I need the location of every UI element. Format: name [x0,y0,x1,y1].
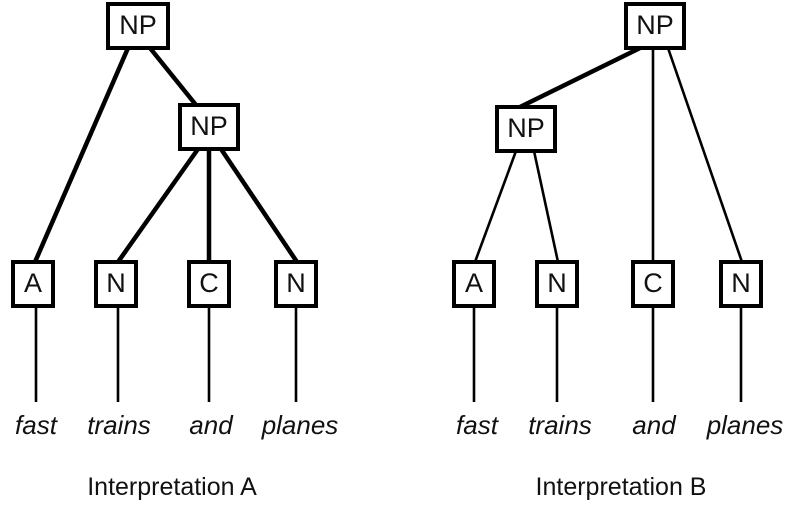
node-label-b-pos-a: A [465,268,483,298]
edge-b-np-root-to-b-pos-n2 [666,47,744,263]
word-b-word-trains: trains [528,410,592,440]
caption-interpretation-b: Interpretation B [536,473,707,501]
node-label-a-pos-a: A [24,268,42,298]
caption-interpretation-a: Interpretation A [87,473,257,501]
node-label-b-pos-c: C [643,268,663,298]
edge-a-np-root-to-a-np-sub [148,46,198,107]
node-box-a-pos-c[interactable] [187,260,231,308]
node-box-a-np-sub[interactable] [178,103,240,151]
node-box-a-pos-n2[interactable] [274,260,318,308]
node-box-a-np-root[interactable] [106,2,170,50]
node-label-a-np-sub: NP [190,111,228,141]
word-b-word-and: and [632,410,677,440]
word-a-word-and: and [189,410,234,440]
node-label-a-pos-n2: N [286,268,306,298]
node-box-b-pos-n2[interactable] [719,260,763,308]
word-b-word-fast: fast [456,410,500,440]
edge-a-np-sub-to-a-pos-n2 [219,147,299,264]
edge-b-np-sub-to-b-pos-a [473,150,518,263]
word-a-word-trains: trains [87,410,151,440]
node-label-b-pos-n1: N [547,268,567,298]
node-label-b-pos-n2: N [731,268,751,298]
node-label-a-np-root: NP [119,10,157,40]
node-box-b-pos-n1[interactable] [535,260,579,308]
node-box-a-pos-a[interactable] [11,260,55,308]
edge-a-np-root-to-a-pos-a [32,47,131,263]
node-box-b-np-sub[interactable] [495,105,557,153]
node-box-a-pos-n1[interactable] [94,260,138,308]
node-box-b-np-root[interactable] [624,2,686,50]
word-b-word-planes: planes [706,410,784,440]
node-box-b-pos-a[interactable] [452,260,496,308]
node-label-a-pos-c: C [199,268,219,298]
word-a-word-fast: fast [15,410,59,440]
node-box-b-pos-c[interactable] [631,260,675,308]
node-label-b-np-sub: NP [507,113,545,143]
node-label-a-pos-n1: N [106,268,126,298]
word-a-word-planes: planes [261,410,339,440]
edge-b-np-root-to-b-np-sub [519,45,641,110]
node-label-b-np-root: NP [636,10,674,40]
edge-b-np-sub-to-b-pos-n1 [532,150,560,263]
edge-a-np-sub-to-a-pos-n1 [116,147,200,264]
